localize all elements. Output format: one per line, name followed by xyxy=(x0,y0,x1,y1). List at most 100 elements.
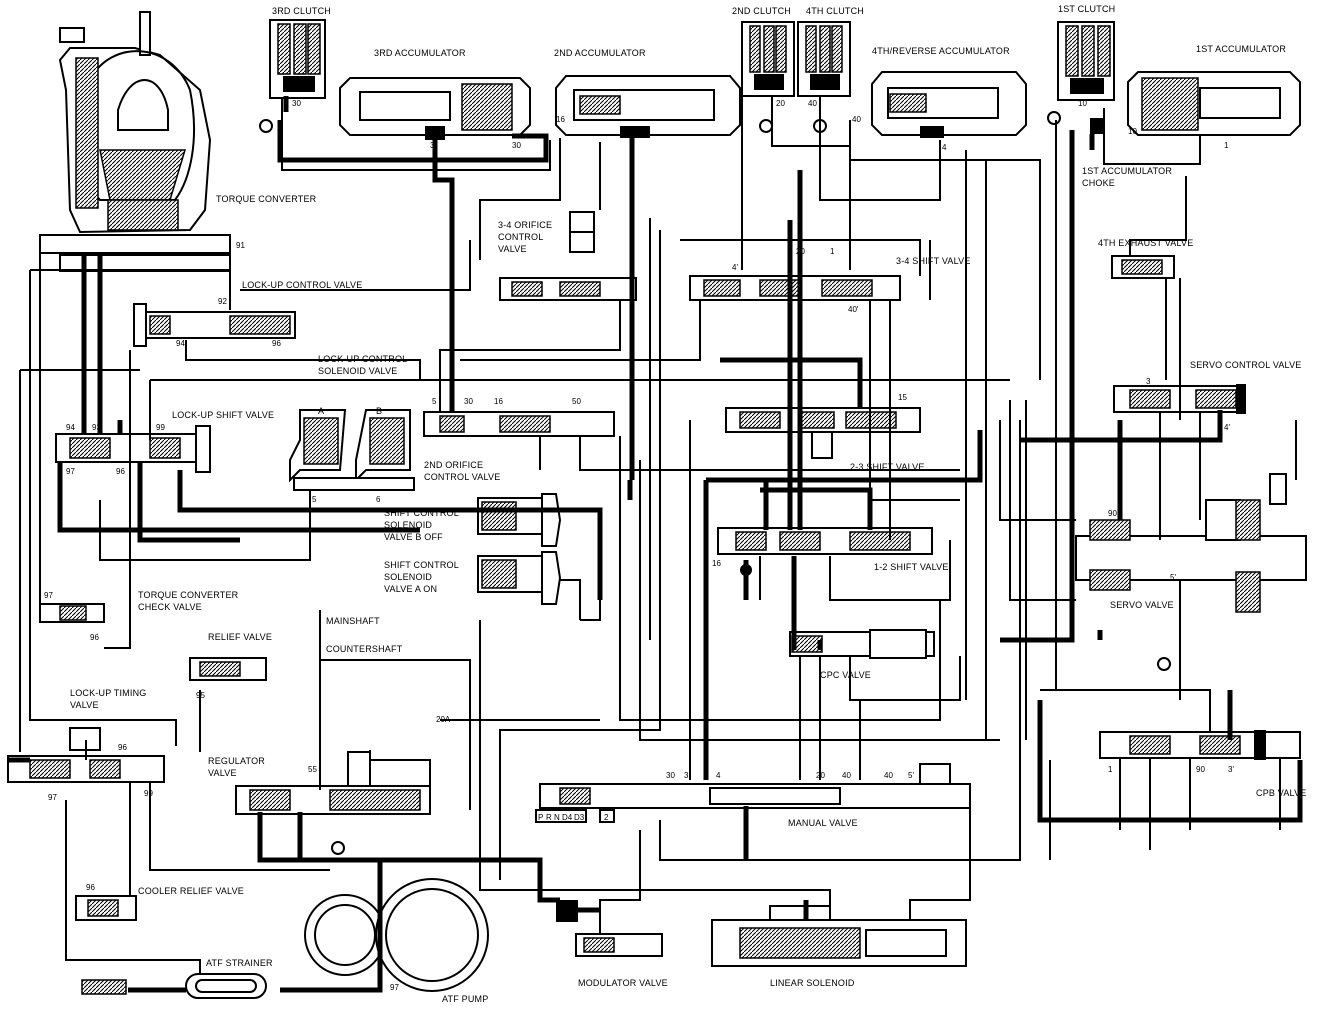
label-tc-check-1: TORQUE CONVERTER xyxy=(138,590,239,600)
shift-control-solenoid-a xyxy=(477,551,562,605)
label-accum-2nd: 2ND ACCUMULATOR xyxy=(554,48,646,58)
accumulator-3rd xyxy=(339,77,531,140)
label-shift-sol-b-1: SHIFT CONTROL xyxy=(384,508,459,518)
port-label: 16 xyxy=(712,559,721,568)
port-label: 4 xyxy=(942,143,947,152)
port-label: 1 xyxy=(830,247,835,256)
clutch-2nd xyxy=(741,21,795,133)
port-label: 99 xyxy=(144,789,153,798)
manual-position-plate: P R N D4 D3 2 xyxy=(535,809,609,823)
port-label: 30 xyxy=(666,771,675,780)
port-label: 20A xyxy=(436,715,451,724)
label-orifice-34-2: CONTROL xyxy=(498,232,543,242)
port-label: 40 xyxy=(852,115,861,124)
label-relief-valve: RELIEF VALVE xyxy=(208,632,272,642)
port-numbers: 30 3 30 16 20 40 40 4 10 10 1 91 92 96 9… xyxy=(44,99,1234,992)
label-tc-check-2: CHECK VALVE xyxy=(138,602,202,612)
label-lockup-timing-2: VALVE xyxy=(70,700,99,710)
label-shift-sol-a-3: VALVE A ON xyxy=(384,584,437,594)
label-mainshaft: MAINSHAFT xyxy=(326,616,380,626)
port-label: 97 xyxy=(66,467,75,476)
cpb-valve xyxy=(1099,657,1301,760)
hydraulic-lines-thin xyxy=(19,96,1297,974)
label-lockup-control-valve: LOCK-UP CONTROL VALVE xyxy=(242,280,362,290)
port-label: 5 xyxy=(432,397,437,406)
manual-pos-d4: D4 xyxy=(562,813,573,822)
lockup-shift-valve xyxy=(55,425,211,473)
label-exhaust-4th: 4TH EXHAUST VALVE xyxy=(1098,238,1193,248)
port-label: 30 xyxy=(512,141,521,150)
port-label: 91 xyxy=(236,241,245,250)
relief-valve xyxy=(189,657,267,681)
manual-pos-r: R xyxy=(546,813,552,822)
torque-converter-check-valve xyxy=(39,603,105,623)
port-label: 55 xyxy=(308,765,317,774)
manual-pos-p: P xyxy=(538,813,543,822)
shift-valve-12 xyxy=(717,527,933,576)
label-sol-b: B xyxy=(376,406,382,416)
label-atf-strainer: ATF STRAINER xyxy=(206,958,273,968)
label-servo-valve: SERVO VALVE xyxy=(1110,600,1174,610)
orifice-34-control-valve xyxy=(499,211,637,301)
manual-pos-d3: D3 xyxy=(574,813,585,822)
shift-valve-34 xyxy=(689,275,901,301)
port-label: 94 xyxy=(66,423,75,432)
port-label: 40 xyxy=(884,771,893,780)
label-clutch-1st: 1ST CLUTCH xyxy=(1058,4,1115,14)
label-shift-23: 2-3 SHIFT VALVE xyxy=(850,462,925,472)
label-shift-sol-b-2: SOLENOID xyxy=(384,520,432,530)
label-modulator-valve: MODULATOR VALVE xyxy=(578,978,668,988)
port-label: 95 xyxy=(196,691,205,700)
port-label: 90 xyxy=(1108,509,1117,518)
label-shift-12: 1-2 SHIFT VALVE xyxy=(874,562,949,572)
port-label: 4 xyxy=(716,771,721,780)
port-label: 6 xyxy=(376,495,381,504)
label-orifice-2nd-1: 2ND ORIFICE xyxy=(424,460,483,470)
label-lockup-solenoid-1: LOCK-UP CONTROL xyxy=(318,354,407,364)
linear-solenoid xyxy=(711,905,967,967)
port-label: 3 xyxy=(430,141,435,150)
port-label: 96 xyxy=(272,339,281,348)
label-regulator-1: REGULATOR xyxy=(208,756,265,766)
component-labels: 3RD CLUTCH 3RD ACCUMULATOR 2ND ACCUMULAT… xyxy=(70,4,1306,1004)
manual-pos-2: 2 xyxy=(604,813,609,822)
label-manual-valve: MANUAL VALVE xyxy=(788,818,858,828)
atf-pump xyxy=(304,878,489,992)
label-accum-1st-choke-1: 1ST ACCUMULATOR xyxy=(1082,166,1172,176)
clutch-4th xyxy=(797,21,851,133)
cooler-relief-valve xyxy=(75,895,137,921)
port-label: 97 xyxy=(390,983,399,992)
port-label: 20 xyxy=(796,247,805,256)
port-label: 20 xyxy=(816,771,825,780)
label-lockup-shift: LOCK-UP SHIFT VALVE xyxy=(172,410,274,420)
servo-valve xyxy=(1075,473,1307,613)
label-clutch-2nd: 2ND CLUTCH xyxy=(732,6,791,16)
label-orifice-34-3: VALVE xyxy=(498,244,527,254)
port-label: 1 xyxy=(1108,765,1113,774)
shift-control-solenoid-b xyxy=(477,493,562,547)
label-accum-4th-rev: 4TH/REVERSE ACCUMULATOR xyxy=(872,46,1010,56)
label-atf-pump: ATF PUMP xyxy=(442,994,488,1004)
label-shift-sol-a-2: SOLENOID xyxy=(384,572,432,582)
label-torque-converter: TORQUE CONVERTER xyxy=(216,194,317,204)
manual-valve xyxy=(535,763,971,823)
manual-pos-n: N xyxy=(554,813,560,822)
label-accum-3rd: 3RD ACCUMULATOR xyxy=(374,48,466,58)
port-label: 4' xyxy=(732,263,738,272)
port-label: 10 xyxy=(1128,127,1137,136)
label-countershaft: COUNTERSHAFT xyxy=(326,644,403,654)
port-label: 96 xyxy=(116,467,125,476)
label-orifice-2nd-2: CONTROL VALVE xyxy=(424,472,500,482)
label-shift-sol-b-3: VALVE B OFF xyxy=(384,532,443,542)
label-regulator-2: VALVE xyxy=(208,768,237,778)
port-label: 40' xyxy=(848,305,859,314)
port-label: 92 xyxy=(218,297,227,306)
label-orifice-34-1: 3-4 ORIFICE xyxy=(498,220,552,230)
port-label: 30 xyxy=(292,99,301,108)
label-sol-a: A xyxy=(318,406,324,416)
port-label: 5' xyxy=(1170,573,1176,582)
label-lockup-solenoid-2: SOLENOID VALVE xyxy=(318,366,398,376)
accumulator-4th-reverse xyxy=(871,71,1027,138)
port-label: 97 xyxy=(44,591,53,600)
label-clutch-3rd: 3RD CLUTCH xyxy=(272,6,331,16)
